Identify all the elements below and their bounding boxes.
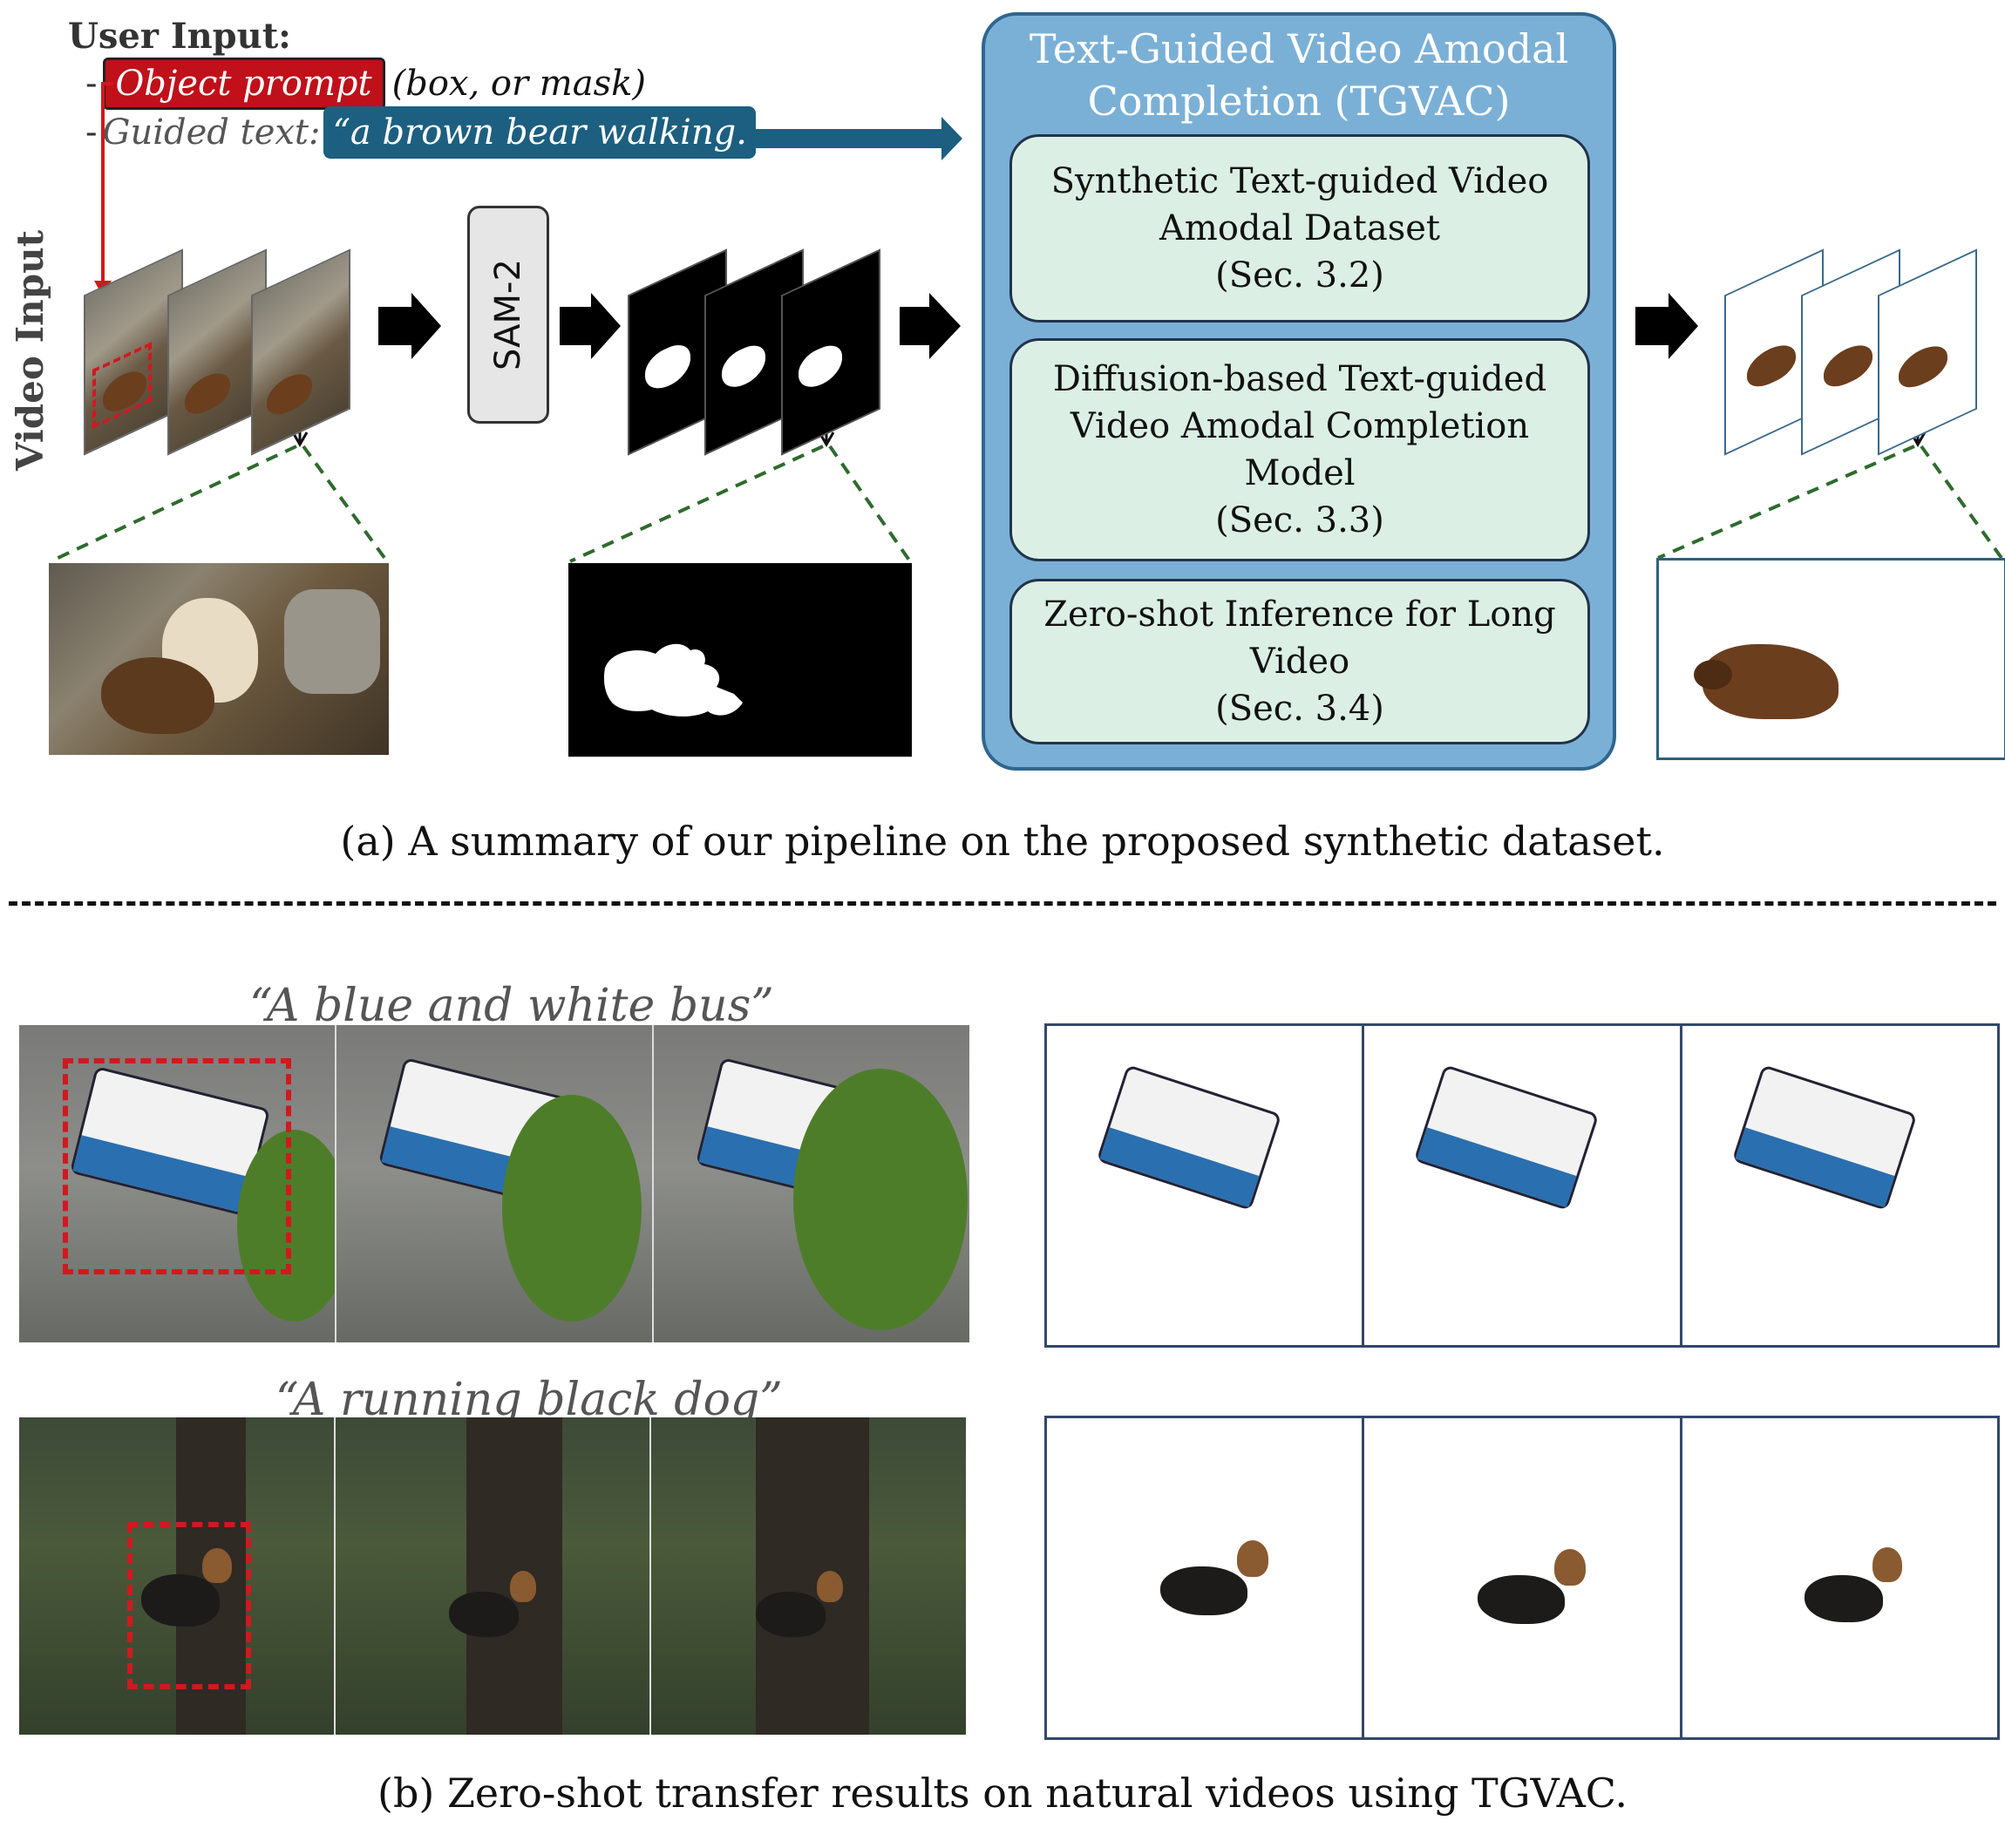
guided-text-badge: “a brown bear walking. bbox=[323, 106, 756, 159]
caption-b: (b) Zero-shot transfer results on natura… bbox=[377, 1770, 1628, 1817]
box2-line3: Model bbox=[1244, 453, 1356, 493]
box3-line2: Video bbox=[1249, 642, 1350, 682]
bus-result-3 bbox=[1682, 1026, 1997, 1345]
object-prompt-suffix: (box, or mask) bbox=[391, 64, 646, 104]
rock-shape bbox=[284, 589, 380, 694]
bus-prompt: “A blue and white bus” bbox=[249, 980, 774, 1032]
dash-marker: - bbox=[85, 112, 98, 153]
dog-red-box bbox=[127, 1522, 251, 1689]
sam2-label: SAM-2 bbox=[488, 259, 529, 370]
zoomed-input-frame bbox=[49, 563, 389, 755]
red-box-prompt bbox=[92, 342, 152, 429]
box2-line2: Video Amodal Completion bbox=[1070, 406, 1530, 446]
zoomed-mask-frame bbox=[568, 563, 912, 757]
box3-line1: Zero-shot Inference for Long bbox=[1043, 594, 1556, 635]
guided-text-label: Guided text: bbox=[102, 112, 321, 153]
dog-result-2 bbox=[1364, 1418, 1682, 1737]
object-prompt-badge: Object prompt bbox=[102, 58, 385, 110]
text-arrowhead bbox=[941, 117, 962, 160]
bus-frame-1 bbox=[19, 1025, 336, 1342]
dog-frame-2 bbox=[335, 1417, 652, 1735]
arrow-tgvac-to-output bbox=[1635, 293, 1698, 359]
dog-result-1 bbox=[1047, 1418, 1365, 1737]
bus-frame-2 bbox=[336, 1025, 654, 1342]
pipeline-arrows bbox=[50, 82, 2003, 563]
dog-frame-1 bbox=[19, 1417, 336, 1735]
diffusion-model-box: Diffusion-based Text-guided Video Amodal… bbox=[1009, 338, 1590, 561]
caption-a: (a) A summary of our pipeline on the pro… bbox=[340, 818, 1665, 865]
synthetic-dataset-box: Synthetic Text-guided Video Amodal Datas… bbox=[1009, 134, 1590, 323]
box1-line3: (Sec. 3.2) bbox=[1215, 255, 1384, 296]
bus-red-box bbox=[63, 1058, 291, 1274]
bear-head bbox=[1694, 660, 1732, 690]
tgvac-panel: Text-Guided Video Amodal Completion (TGV… bbox=[982, 12, 1616, 771]
box2-line1: Diffusion-based Text-guided bbox=[1052, 359, 1547, 399]
section-divider bbox=[9, 901, 1996, 906]
bus-result-grid bbox=[1044, 1023, 2000, 1348]
tgvac-title: Text-Guided Video Amodal Completion (TGV… bbox=[985, 23, 1613, 127]
dash-marker: - bbox=[85, 64, 98, 104]
zoom-lines bbox=[50, 445, 2003, 563]
text-arrow-shaft bbox=[751, 129, 943, 148]
mask-silhouette bbox=[603, 643, 743, 717]
bus-result-1 bbox=[1047, 1026, 1365, 1345]
dog-result-grid bbox=[1044, 1416, 2000, 1740]
video-input-label: Video Input bbox=[9, 229, 51, 471]
arrow-sam-to-mask bbox=[560, 293, 621, 359]
sam2-module: SAM-2 bbox=[467, 206, 549, 424]
arrow-mask-to-tgvac bbox=[900, 293, 961, 359]
dog-result-3 bbox=[1682, 1418, 1997, 1737]
box1-line1: Synthetic Text-guided Video bbox=[1050, 161, 1549, 201]
bear-shape bbox=[101, 657, 214, 734]
bus-input-strip bbox=[19, 1025, 969, 1342]
dog-input-strip bbox=[19, 1417, 966, 1735]
guided-text-row: - Guided text: “a brown bear walking. bbox=[85, 105, 756, 160]
tgvac-title-line2: Completion (TGVAC) bbox=[1087, 78, 1511, 125]
zoomed-output-frame bbox=[1656, 558, 2005, 760]
box2-line4: (Sec. 3.3) bbox=[1215, 500, 1384, 540]
bus-result-2 bbox=[1364, 1026, 1682, 1345]
arrow-video-to-sam bbox=[378, 293, 441, 359]
prompt-connector-line bbox=[101, 82, 113, 288]
user-input-title: User Input: bbox=[68, 16, 291, 57]
bus-frame-3 bbox=[654, 1025, 969, 1342]
dog-frame-3 bbox=[651, 1417, 966, 1735]
box1-line2: Amodal Dataset bbox=[1159, 208, 1440, 248]
zero-shot-inference-box: Zero-shot Inference for Long Video (Sec.… bbox=[1009, 579, 1590, 744]
box3-line3: (Sec. 3.4) bbox=[1215, 689, 1384, 729]
tgvac-title-line1: Text-Guided Video Amodal bbox=[1029, 25, 1569, 72]
object-prompt-row: - Object prompt (box, or mask) bbox=[85, 58, 646, 110]
